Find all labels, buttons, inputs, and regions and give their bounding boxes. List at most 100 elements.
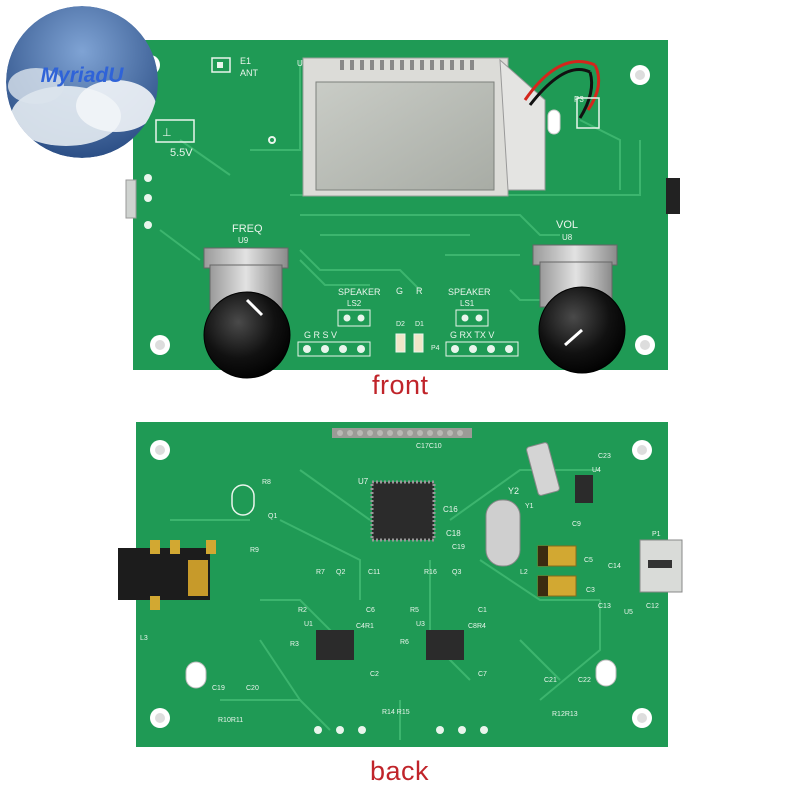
label-r7: R7 — [316, 569, 325, 576]
front-mount-holes — [140, 55, 655, 355]
label-ls1: LS1 — [460, 299, 475, 308]
label-c21: C21 — [544, 677, 557, 684]
label-voltage: 5.5V — [170, 147, 193, 159]
label-u3: U3 — [416, 621, 425, 628]
label-y2: Y2 — [508, 486, 519, 496]
label-r8: R8 — [262, 479, 271, 486]
label-u1: U1 — [304, 621, 313, 628]
back-mount-holes — [150, 440, 652, 728]
back-top-pin-row — [332, 428, 472, 438]
audio-jack — [118, 540, 216, 610]
label-c14: C14 — [608, 563, 621, 570]
label-c4r1: C4R1 — [356, 623, 374, 630]
label-u7: U7 — [358, 477, 369, 486]
lcd-screen — [315, 81, 495, 191]
chip-u1 — [316, 630, 354, 660]
label-c12: C12 — [646, 603, 659, 610]
label-q2: Q2 — [336, 569, 345, 576]
label-r14r15: R14 R15 — [382, 709, 410, 716]
label-pins-left: G R S V — [304, 330, 337, 340]
chip-u3 — [426, 630, 464, 660]
label-c1: C1 — [478, 607, 487, 614]
label-r2: R2 — [298, 607, 307, 614]
header-left — [297, 341, 371, 357]
label-r3: R3 — [290, 641, 299, 648]
caption-front: front — [372, 370, 429, 400]
freq-knob[interactable] — [203, 291, 291, 379]
back-traces — [170, 469, 601, 740]
power-pad — [155, 119, 195, 143]
label-c13: C13 — [598, 603, 611, 610]
label-r6: R6 — [400, 639, 409, 646]
vol-knob-indicator — [564, 328, 583, 347]
label-lcd-ref: U6 — [297, 59, 308, 68]
label-p3: P3 — [574, 95, 584, 104]
label-ls2: LS2 — [347, 299, 362, 308]
red-wire — [523, 60, 596, 101]
label-u4: U4 — [592, 467, 601, 474]
freq-knob-indicator — [245, 298, 264, 317]
label-c8r4: C8R4 — [468, 623, 486, 630]
label-c3: C3 — [586, 587, 595, 594]
label-c11: C11 — [368, 569, 380, 576]
slot-right — [595, 659, 617, 687]
label-r12r13: R12R13 — [552, 711, 578, 718]
label-r9: R9 — [250, 547, 259, 554]
label-d2: D2 — [396, 321, 405, 328]
label-c2: C2 — [370, 671, 379, 678]
front-audio-jack-edge — [666, 178, 680, 214]
watermark-sky-icon — [6, 6, 158, 158]
label-c7: C7 — [478, 671, 487, 678]
crystal-y1 — [526, 442, 560, 496]
label-freq-pot-ref: U9 — [238, 236, 249, 245]
front-usb-edge — [125, 179, 137, 219]
label-y1: Y1 — [525, 503, 534, 510]
header-right — [445, 341, 519, 357]
led-red — [413, 333, 424, 353]
label-q1: Q1 — [268, 513, 277, 520]
label-l3: L3 — [140, 635, 148, 642]
label-c9: C9 — [572, 521, 581, 528]
black-wire — [528, 67, 591, 106]
label-led-r: R — [416, 286, 423, 296]
watermark-logo: MyriadU — [6, 6, 158, 158]
crystal-y2 — [485, 499, 521, 567]
label-antenna-ref: E1 — [240, 56, 251, 66]
label-c16: C16 — [443, 505, 458, 514]
label-q3: Q3 — [452, 569, 461, 576]
label-pins-right: G RX TX V — [450, 330, 494, 340]
label-c22: C22 — [578, 677, 591, 684]
label-freq: FREQ — [232, 223, 263, 235]
watermark-text: MyriadU — [40, 64, 124, 87]
label-c5: C5 — [584, 557, 593, 564]
caption-back: back — [370, 756, 430, 786]
label-c18: C18 — [446, 529, 461, 538]
label-c19: C19 — [452, 544, 465, 551]
label-vol: VOL — [556, 219, 578, 231]
label-c23: C23 — [598, 453, 611, 460]
label-r16: R16 — [424, 569, 437, 576]
slot-left — [185, 661, 207, 689]
label-c6: C6 — [366, 607, 375, 614]
led-green — [395, 333, 406, 353]
label-l2: L2 — [520, 569, 528, 576]
label-d1: D1 — [415, 321, 424, 328]
label-antenna: ANT — [240, 68, 259, 78]
lcd-flex — [499, 58, 546, 191]
label-p4: P4 — [431, 345, 440, 352]
label-r5: R5 — [410, 607, 419, 614]
label-c20: C20 — [246, 685, 259, 692]
label-speaker-left: SPEAKER — [338, 287, 381, 297]
antenna-pad — [211, 57, 231, 73]
slot-hole — [547, 109, 561, 135]
label-speaker-right: SPEAKER — [448, 287, 491, 297]
label-c17c10: C17C10 — [416, 443, 442, 450]
label-p1: P1 — [652, 531, 661, 538]
label-vol-pot-ref: U8 — [562, 233, 573, 242]
label-r10r11: R10R11 — [218, 717, 243, 724]
bottom-pads — [314, 726, 488, 734]
power-polarity-mark: ⊥ — [162, 127, 172, 139]
chip-u7 — [370, 480, 436, 542]
